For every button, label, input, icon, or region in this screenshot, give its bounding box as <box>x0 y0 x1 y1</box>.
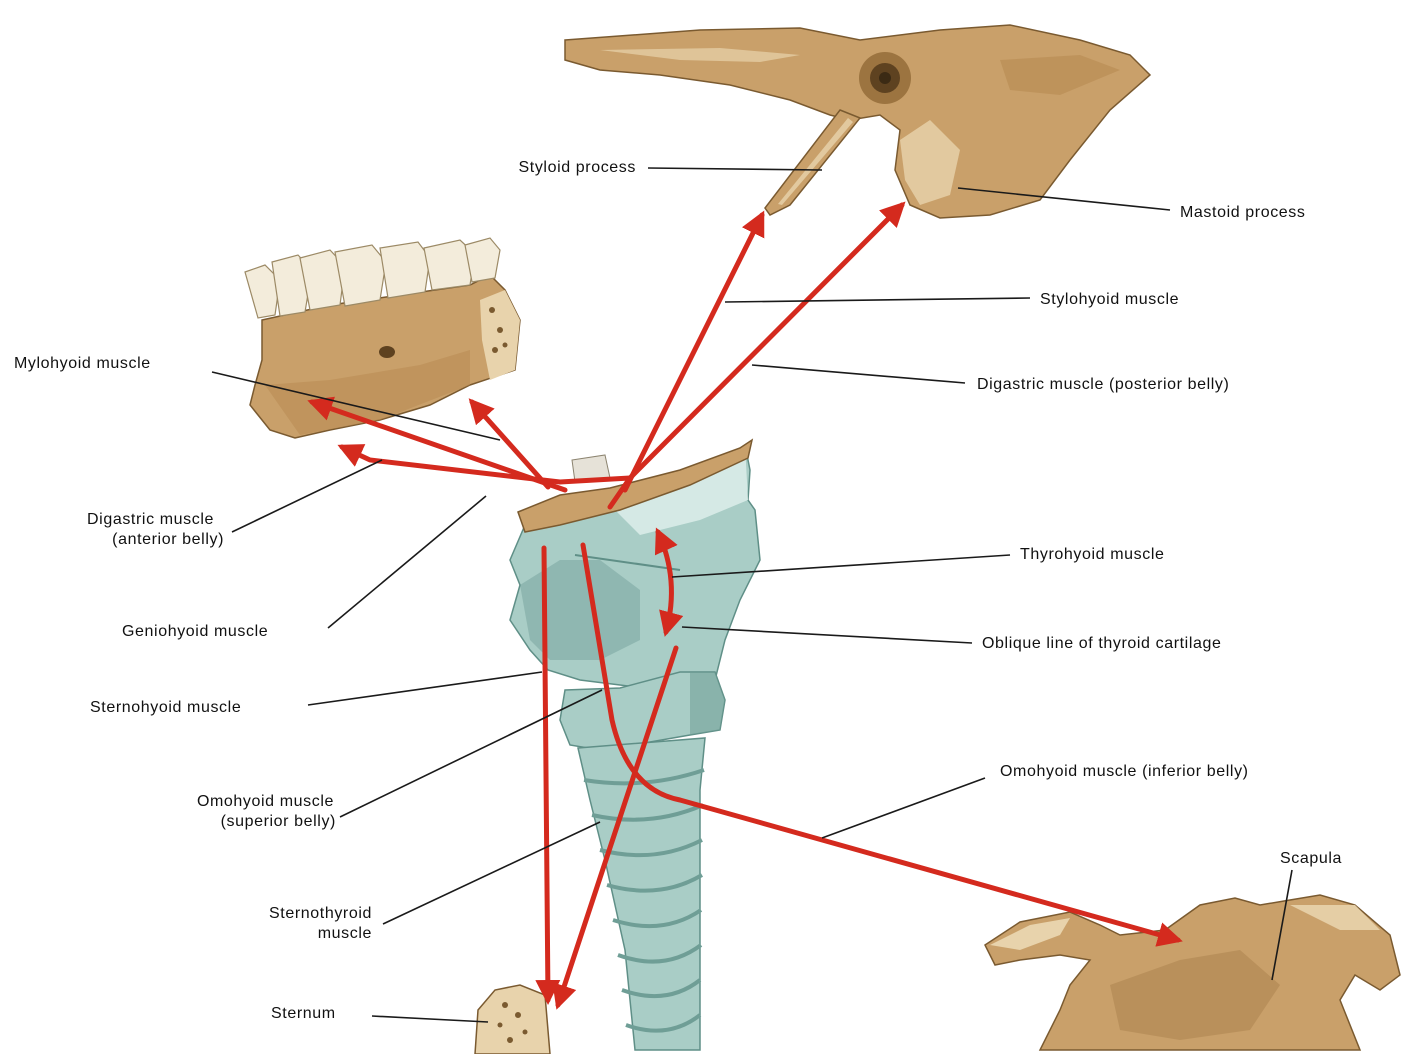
label-mastoid-process: Mastoid process <box>1180 204 1306 221</box>
label-stylohyoid-muscle: Stylohyoid muscle <box>1040 291 1179 308</box>
label-digastric-posterior: Digastric muscle (posterior belly) <box>977 376 1229 393</box>
leader-omohyoid-inferior <box>822 778 985 838</box>
label-thyrohyoid-muscle: Thyrohyoid muscle <box>1020 546 1164 563</box>
leader-stylohyoid <box>725 298 1030 302</box>
label-sternothyroid-2: muscle <box>318 925 372 942</box>
leader-omohyoid-superior <box>340 690 602 817</box>
leader-sternum <box>372 1016 488 1022</box>
label-digastric-anterior-1: Digastric muscle <box>87 511 214 528</box>
leader-geniohyoid <box>328 496 486 628</box>
sternum-bone <box>475 985 550 1054</box>
leader-sternohyoid <box>308 672 542 705</box>
leader-digastric-posterior <box>752 365 965 383</box>
label-omohyoid-superior-2: (superior belly) <box>221 813 336 830</box>
label-mylohyoid-muscle: Mylohyoid muscle <box>14 355 151 372</box>
label-geniohyoid-muscle: Geniohyoid muscle <box>122 623 268 640</box>
label-styloid-process: Styloid process <box>519 159 637 176</box>
leader-digastric-anterior <box>232 460 382 532</box>
styloid-process-bone <box>765 110 860 215</box>
digastric-posterior-arrow <box>610 205 902 507</box>
label-sternohyoid-muscle: Sternohyoid muscle <box>90 699 241 716</box>
label-sternum: Sternum <box>271 1005 336 1022</box>
label-scapula: Scapula <box>1280 850 1342 867</box>
label-omohyoid-superior-1: Omohyoid muscle <box>197 793 334 810</box>
label-oblique-line: Oblique line of thyroid cartilage <box>982 635 1221 652</box>
scapula-bone <box>985 895 1400 1050</box>
leader-sternothyroid <box>383 822 600 924</box>
label-digastric-anterior-2: (anterior belly) <box>112 531 224 548</box>
label-omohyoid-inferior: Omohyoid muscle (inferior belly) <box>1000 763 1249 780</box>
label-sternothyroid-1: Sternothyroid <box>269 905 372 922</box>
